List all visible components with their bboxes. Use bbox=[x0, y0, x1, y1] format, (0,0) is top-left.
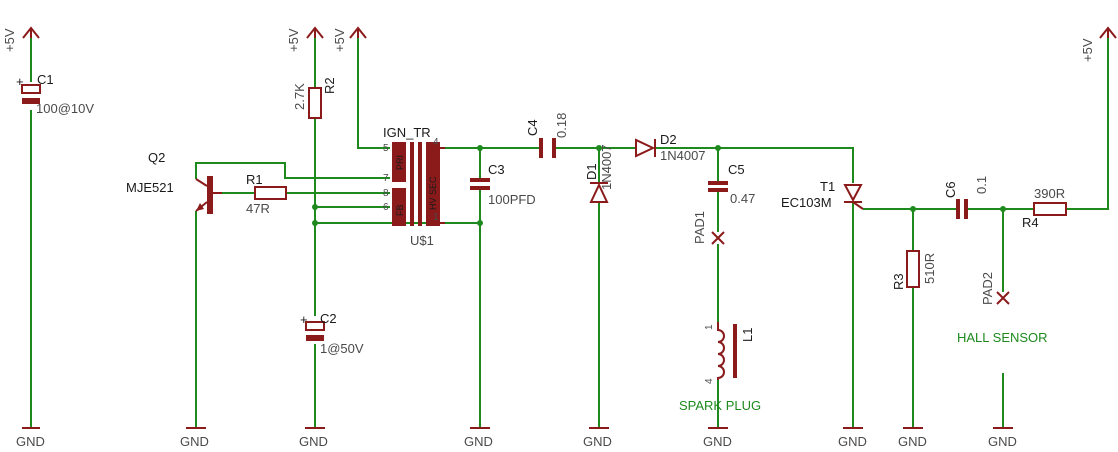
capacitor-c4: C4 0.18 bbox=[525, 113, 569, 158]
l1-pin1: 1 bbox=[704, 324, 715, 330]
u1-ref: U$1 bbox=[410, 233, 434, 248]
gnd-label: GND bbox=[180, 434, 209, 449]
capacitor-c6: C6 0.1 bbox=[943, 176, 989, 219]
gnd-label: GND bbox=[838, 434, 867, 449]
r3-ref: R3 bbox=[891, 273, 906, 290]
vcc-1108: +5V bbox=[1080, 26, 1117, 62]
u1-pin8: 8 bbox=[383, 188, 389, 199]
u1-name: IGN_TR bbox=[383, 125, 431, 140]
u1-pin1: 1 bbox=[433, 212, 439, 223]
gnd-label: GND bbox=[988, 434, 1017, 449]
t1-value: EC103M bbox=[781, 195, 832, 210]
u1-pri: PRI bbox=[395, 155, 405, 170]
c3-ref: C3 bbox=[488, 162, 505, 177]
c4-value: 0.18 bbox=[554, 113, 569, 138]
u1-pin7: 7 bbox=[383, 173, 389, 184]
r1-value: 47R bbox=[246, 201, 270, 216]
d2-ref: D2 bbox=[660, 132, 677, 147]
junctions bbox=[312, 145, 1006, 226]
transistor-q2: Q2 MJE521 bbox=[126, 150, 222, 214]
vcc-label: +5V bbox=[286, 28, 301, 52]
c4-ref: C4 bbox=[525, 119, 540, 136]
gnd-label: GND bbox=[583, 434, 612, 449]
spark-plug-note: SPARK PLUG bbox=[679, 398, 761, 413]
pad-pad1: PAD1 bbox=[692, 211, 725, 245]
gnd-label: GND bbox=[898, 434, 927, 449]
pad-pad2: PAD2 HALL SENSOR bbox=[957, 272, 1048, 345]
transformer-u1: IGN_TR U$1 PRI FB HV SEC 5 7 8 6 4 1 bbox=[383, 125, 445, 248]
u1-fb: FB bbox=[395, 204, 405, 216]
gnd-label: GND bbox=[299, 434, 328, 449]
l1-pin4: 4 bbox=[704, 378, 715, 384]
c1-ref: C1 bbox=[37, 72, 54, 87]
resistor-r1: R1 47R bbox=[246, 172, 287, 216]
r1-ref: R1 bbox=[246, 172, 263, 187]
diode-d2: D2 1N4007 bbox=[635, 132, 706, 163]
thyristor-t1: T1 EC103M bbox=[781, 179, 864, 210]
c1-value: 100@10V bbox=[36, 101, 94, 116]
gnd-label: GND bbox=[464, 434, 493, 449]
d2-value: 1N4007 bbox=[660, 148, 706, 163]
d1-value: 1N4007 bbox=[599, 144, 614, 190]
c2-value: 1@50V bbox=[320, 341, 364, 356]
c6-ref: C6 bbox=[943, 181, 958, 198]
c5-ref: C5 bbox=[728, 162, 745, 177]
vcc-label: +5V bbox=[2, 28, 17, 52]
u1-pin5: 5 bbox=[383, 143, 389, 154]
resistor-r3: R3 510R bbox=[891, 250, 937, 290]
vcc-358: +5V bbox=[332, 26, 367, 52]
vcc-31: +5V bbox=[2, 26, 40, 52]
vcc-label: +5V bbox=[332, 28, 347, 52]
resistor-r4: 390R R4 bbox=[1022, 186, 1067, 230]
capacitor-c1: + C1 100@10V bbox=[16, 72, 94, 116]
capacitor-c2: + C2 1@50V bbox=[300, 311, 364, 356]
pad1-ref: PAD1 bbox=[692, 211, 707, 244]
r4-ref: R4 bbox=[1022, 215, 1039, 230]
c5-value: 0.47 bbox=[730, 191, 755, 206]
r3-value: 510R bbox=[922, 253, 937, 284]
pad2-ref: PAD2 bbox=[980, 272, 995, 305]
c3-value: 100PFD bbox=[488, 192, 536, 207]
d1-ref: D1 bbox=[584, 163, 599, 180]
capacitor-c5: C5 0.47 bbox=[708, 162, 755, 206]
r4-value: 390R bbox=[1034, 186, 1065, 201]
gnd-label: GND bbox=[16, 434, 45, 449]
c6-value: 0.1 bbox=[974, 176, 989, 194]
hall-sensor-note: HALL SENSOR bbox=[957, 330, 1048, 345]
vcc-315: +5V bbox=[286, 26, 324, 52]
c2-ref: C2 bbox=[320, 311, 337, 326]
capacitor-c3: C3 100PFD bbox=[470, 162, 536, 207]
wires bbox=[30, 38, 1109, 428]
vcc-label: +5V bbox=[1080, 38, 1095, 62]
resistor-r2: 2.7K R2 bbox=[292, 77, 337, 119]
inductor-l1: L1 1 4 SPARK PLUG bbox=[679, 322, 761, 413]
diode-d1: D1 1N4007 bbox=[584, 144, 614, 203]
r2-value: 2.7K bbox=[292, 83, 307, 110]
u1-pin6: 6 bbox=[383, 202, 389, 213]
q2-ref: Q2 bbox=[148, 150, 165, 165]
t1-ref: T1 bbox=[820, 179, 835, 194]
polarity-mark: + bbox=[300, 312, 308, 327]
gnd-label: GND bbox=[703, 434, 732, 449]
u1-sec: HV SEC bbox=[428, 176, 438, 210]
q2-value: MJE521 bbox=[126, 180, 174, 195]
ground-symbols: GND GND GND GND GND GND GND GND GND bbox=[16, 427, 1017, 449]
l1-ref: L1 bbox=[740, 328, 755, 342]
u1-pin4: 4 bbox=[433, 137, 439, 148]
r2-ref: R2 bbox=[322, 77, 337, 94]
polarity-mark: + bbox=[16, 74, 24, 89]
